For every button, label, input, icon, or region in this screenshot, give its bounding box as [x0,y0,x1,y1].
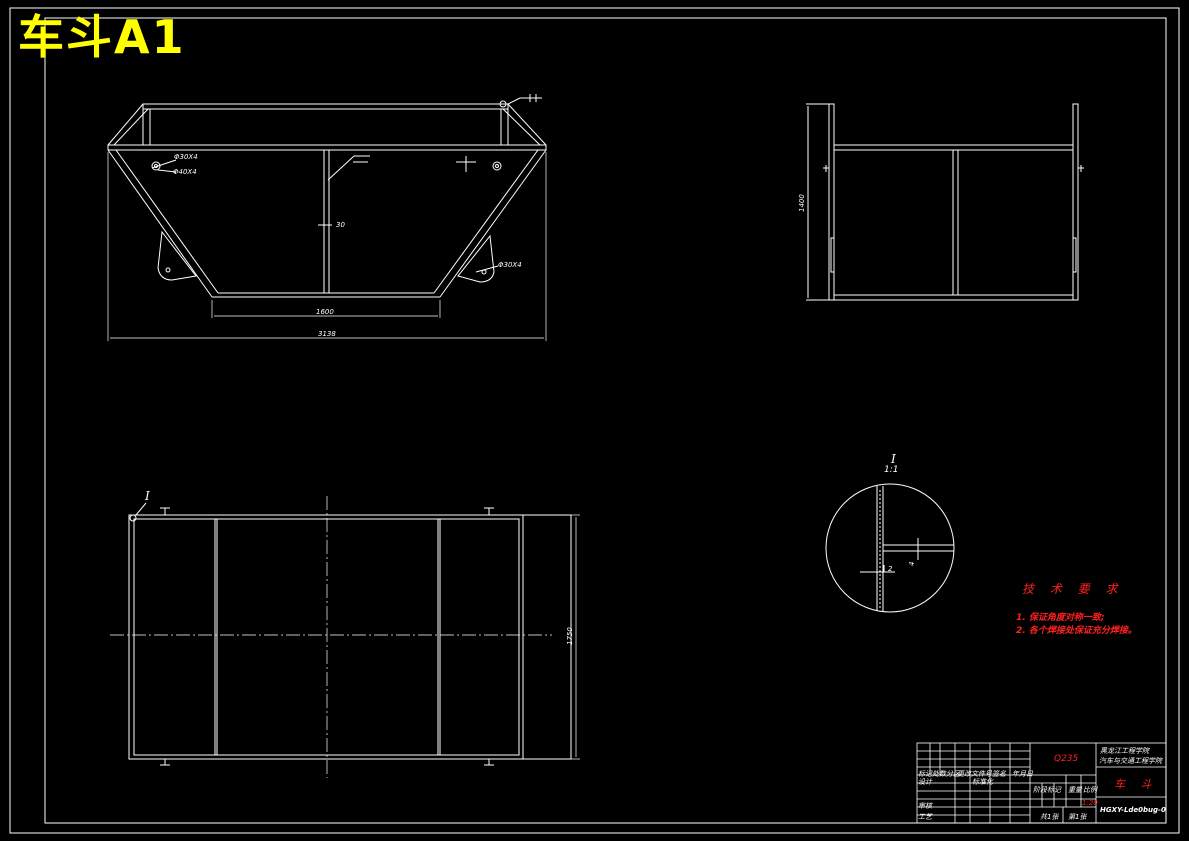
tech-requirement-1: 1. 保证角度对称一致; [1016,613,1105,623]
title-block [916,742,1167,824]
plan-dimension [571,514,580,760]
tb-sheets-total: 共1张 [1040,813,1059,821]
detail-weld-b: 2 [888,565,893,573]
dim-bottom-length: 1600 [316,308,334,316]
tb-process: 工艺 [918,813,932,821]
dim-front-right: Φ30X4 [498,261,522,269]
tb-part-name: 车 斗 [1114,778,1158,791]
tb-row-change: 更改文件号 [957,770,992,778]
detail-mark: I [890,452,896,466]
tb-row-mark: 标记处数分区 [918,770,960,778]
tb-sheet-no: 第1张 [1068,813,1087,821]
dim-overall-length: 3138 [318,330,336,338]
dim-weld: 30 [336,221,345,229]
tb-scale-value: 1:20 [1082,799,1098,807]
dim-plan-width: 1750 [566,627,574,645]
tb-stage-label: 阶段标记 [1033,786,1061,794]
side-view [806,103,1084,301]
tb-school-2: 汽车与交通工程学院 [1099,757,1162,765]
detail-scale: 1:1 [884,465,898,475]
tb-weight-label: 重量 [1068,786,1082,794]
dim-side-height: 1400 [798,194,806,212]
detail-view [825,483,955,613]
tech-requirements-title: 技 术 要 求 [1022,582,1124,596]
front-view [107,94,547,298]
tb-row-date: 年月日 [1012,770,1033,778]
front-dimensions [107,152,547,341]
tb-review: 审核 [918,802,932,810]
plan-centerlines [110,496,552,778]
sheet-title: 车斗A1 [18,10,186,64]
tb-standard: 标准化 [972,778,993,786]
plan-view [128,502,572,766]
tb-drawing-no: HGXY-Lde0bug-0 [1100,806,1166,814]
dim-front-mid: Φ40X4 [173,168,197,176]
inner-border [44,17,1167,824]
tb-school-1: 黑龙江工程学院 [1100,747,1149,755]
tb-scale-label: 比例 [1083,786,1097,794]
dim-front-top: Φ30X4 [174,153,198,161]
detail-mark-plan: I [144,489,150,503]
tb-material: Q235 [1054,754,1079,764]
outer-border [9,7,1180,834]
tb-designer: 设计 [918,778,932,786]
tech-requirement-2: 2. 各个焊接处保证充分焊接。 [1016,626,1137,636]
tb-row-sign: 签名 [992,770,1006,778]
detail-weld-a: 4 [908,562,916,566]
